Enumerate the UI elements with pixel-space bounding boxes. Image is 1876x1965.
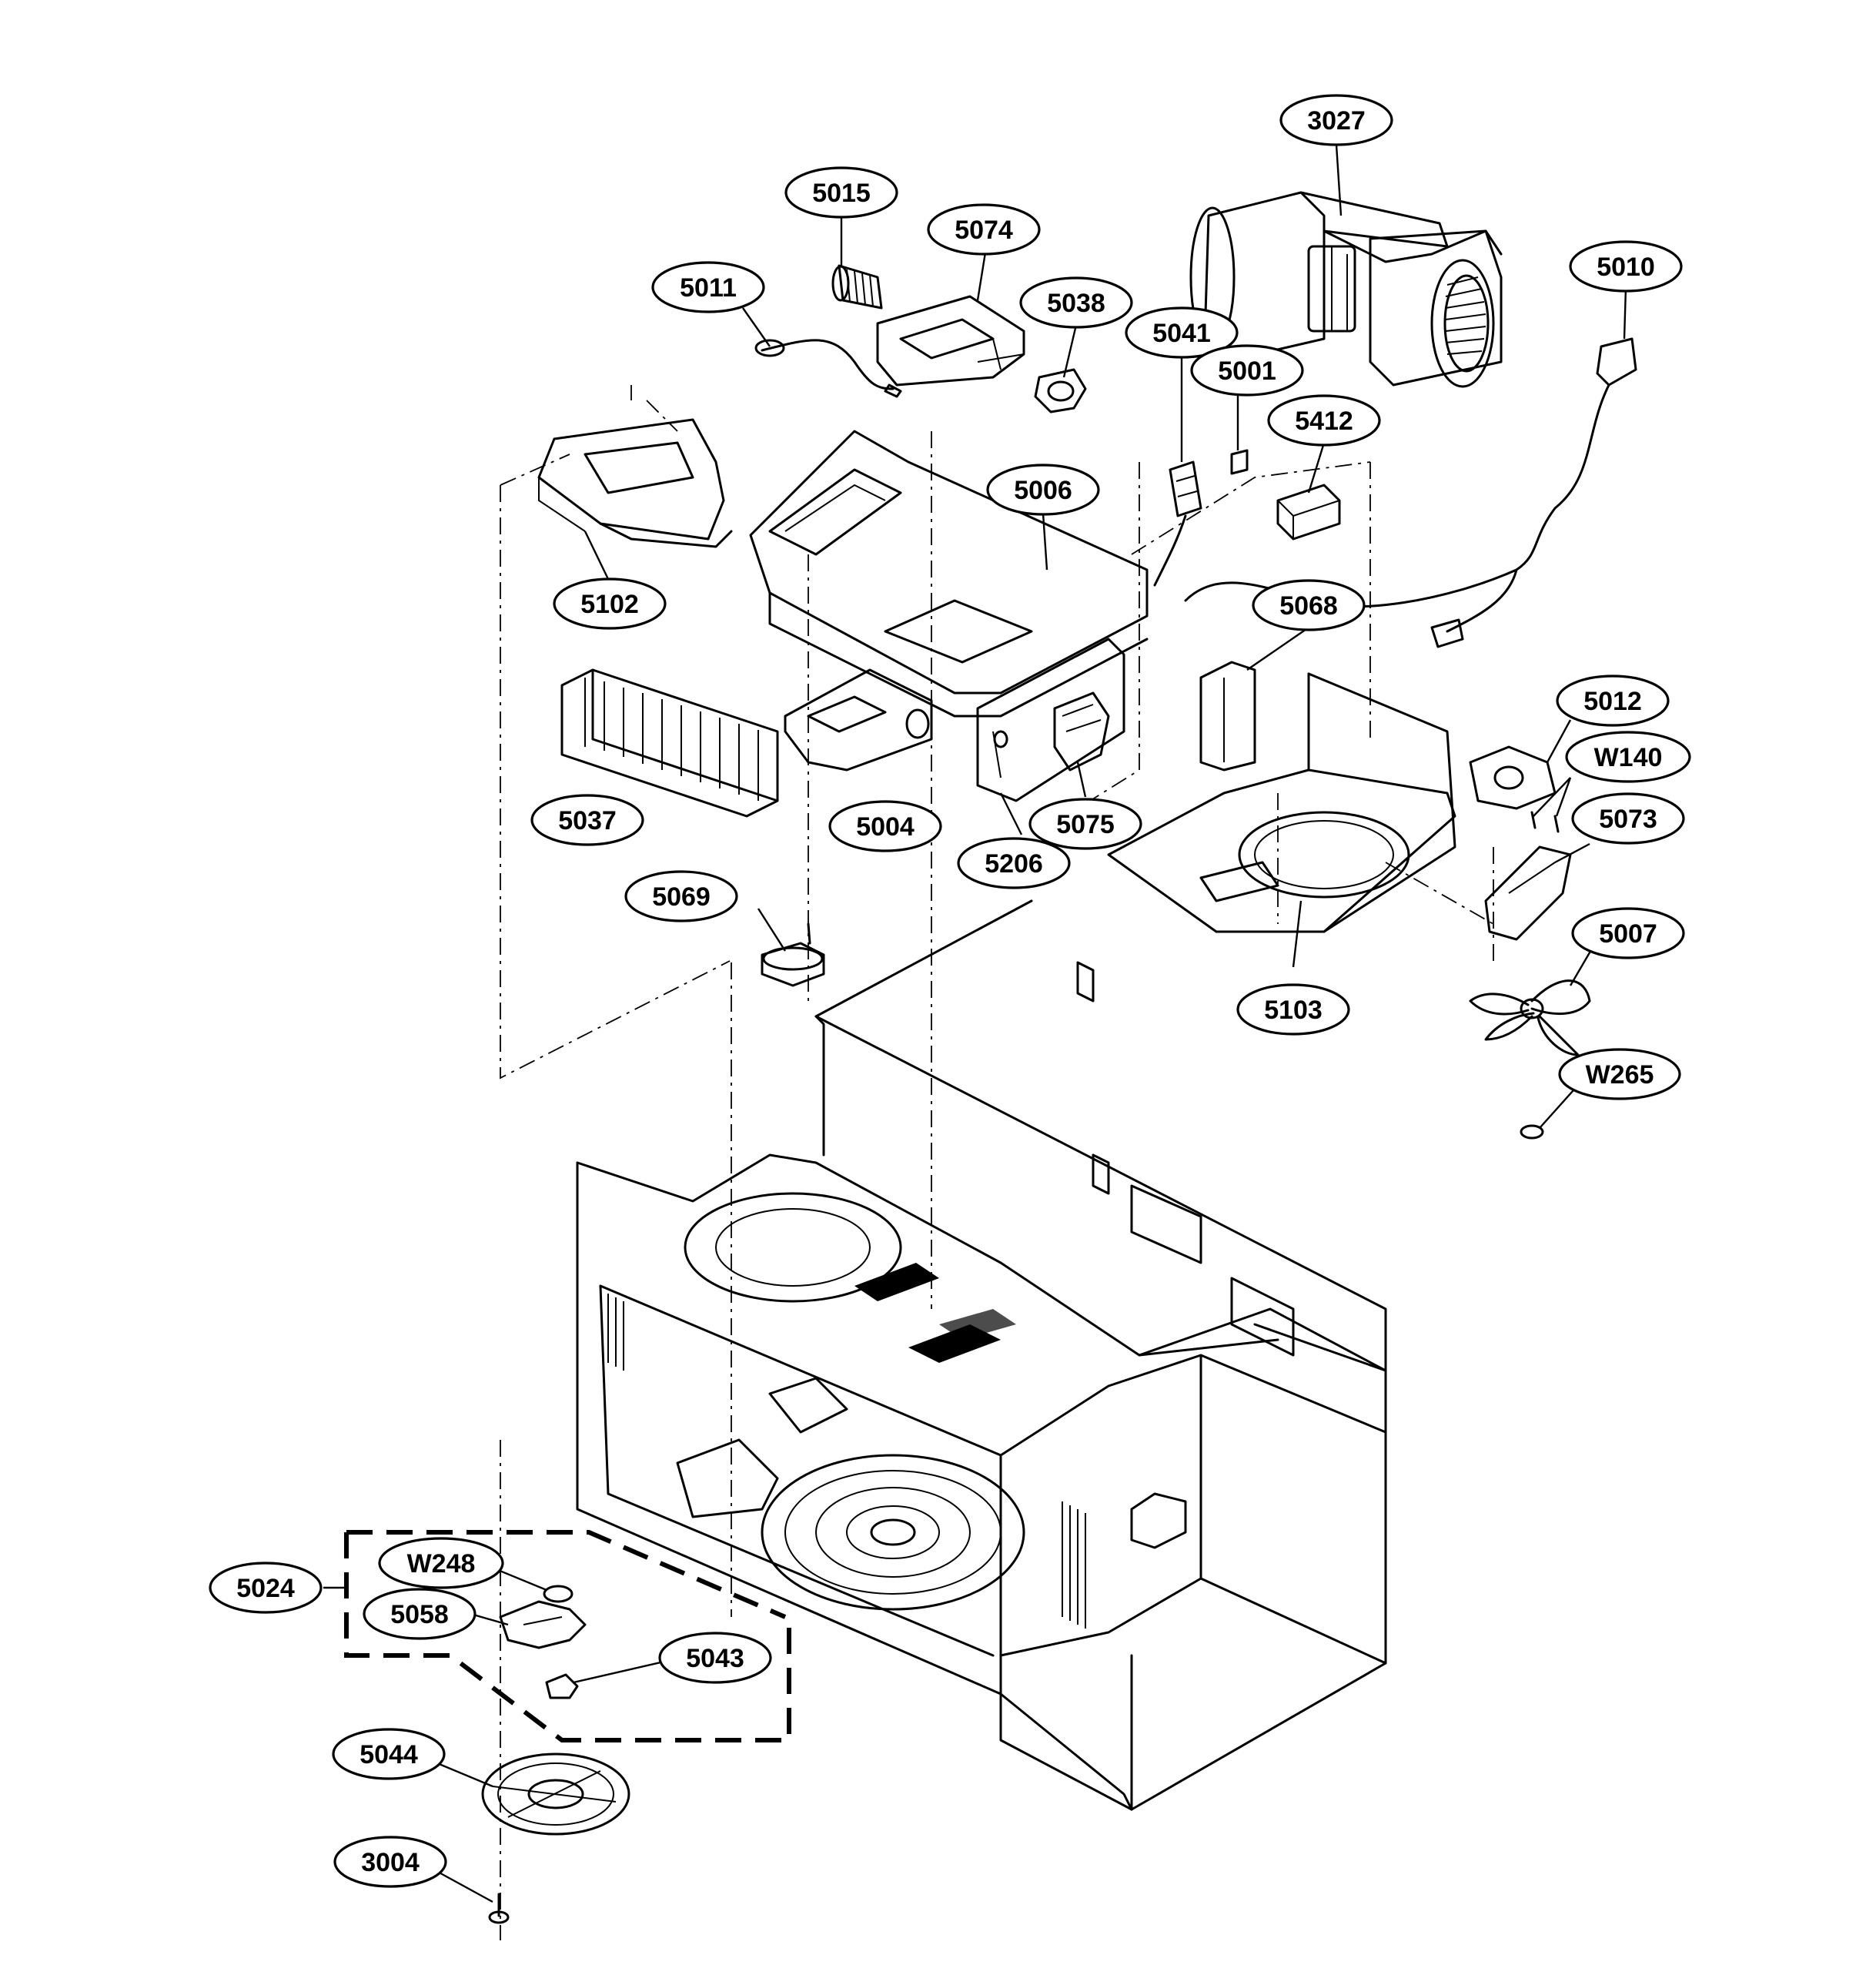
svg-text:5103: 5103 bbox=[1264, 996, 1323, 1025]
coupler-5043 bbox=[545, 1673, 579, 1699]
washer-w265 bbox=[1520, 1124, 1544, 1140]
svg-text:5011: 5011 bbox=[680, 273, 737, 303]
callout-5044: 5044 bbox=[332, 1728, 446, 1780]
callout-5038: 5038 bbox=[1019, 276, 1133, 329]
fuse-5001 bbox=[1230, 449, 1249, 475]
svg-text:5024: 5024 bbox=[236, 1574, 295, 1603]
svg-text:5068: 5068 bbox=[1279, 591, 1338, 621]
coupling-w248 bbox=[543, 1585, 574, 1603]
callout-5102: 5102 bbox=[553, 577, 667, 630]
svg-text:5004: 5004 bbox=[856, 812, 915, 842]
callout-W265: W265 bbox=[1558, 1048, 1681, 1100]
callout-5412: 5412 bbox=[1267, 394, 1381, 447]
callout-5011: 5011 bbox=[651, 261, 765, 313]
svg-text:5043: 5043 bbox=[686, 1644, 744, 1673]
svg-text:5015: 5015 bbox=[812, 179, 871, 208]
duct-5102 bbox=[537, 418, 733, 548]
callout-5010: 5010 bbox=[1569, 240, 1683, 293]
turntable-support-5044 bbox=[481, 1752, 630, 1836]
screw-w140 bbox=[1530, 811, 1560, 833]
svg-text:5010: 5010 bbox=[1597, 253, 1655, 282]
svg-text:5074: 5074 bbox=[955, 216, 1013, 245]
svg-text:3027: 3027 bbox=[1307, 106, 1366, 136]
callout-5024: 5024 bbox=[209, 1562, 323, 1614]
group-box-5024 bbox=[344, 1530, 791, 1742]
bracket-5074 bbox=[876, 295, 1025, 387]
turntable-motor-5069 bbox=[761, 922, 825, 987]
thermostat-5038 bbox=[1034, 368, 1087, 413]
callout-5007: 5007 bbox=[1571, 907, 1685, 959]
leader-lines bbox=[323, 144, 1627, 1903]
svg-text:5069: 5069 bbox=[652, 882, 711, 912]
svg-text:5001: 5001 bbox=[1218, 357, 1276, 386]
svg-text:5075: 5075 bbox=[1056, 810, 1115, 839]
callout-5006: 5006 bbox=[986, 464, 1100, 516]
callout-5206: 5206 bbox=[957, 837, 1071, 889]
grille-5037 bbox=[560, 668, 779, 818]
fan-plate-5004 bbox=[784, 668, 933, 772]
callout-5041: 5041 bbox=[1125, 306, 1239, 359]
svg-text:5206: 5206 bbox=[985, 849, 1043, 879]
vent-grids bbox=[607, 1263, 1086, 1629]
motor-5073 bbox=[1484, 845, 1572, 941]
callout-W140: W140 bbox=[1565, 731, 1691, 783]
alignment-lines bbox=[500, 385, 1494, 1940]
callout-3027: 3027 bbox=[1279, 94, 1393, 146]
svg-text:5412: 5412 bbox=[1295, 407, 1353, 436]
control-bracket-5206 bbox=[976, 638, 1125, 802]
fan-blade-5007 bbox=[1469, 979, 1591, 1056]
callout-5004: 5004 bbox=[828, 800, 942, 852]
svg-text:5041: 5041 bbox=[1152, 319, 1211, 348]
chassis-5006 bbox=[749, 430, 1149, 718]
svg-text:5012: 5012 bbox=[1583, 687, 1642, 716]
svg-text:5006: 5006 bbox=[1014, 476, 1072, 505]
callout-5037: 5037 bbox=[530, 794, 644, 846]
callout-5075: 5075 bbox=[1028, 798, 1142, 850]
callout-5073: 5073 bbox=[1571, 792, 1685, 845]
motor-bracket-5012 bbox=[1469, 745, 1557, 810]
svg-text:W265: W265 bbox=[1586, 1060, 1654, 1090]
callout-W248: W248 bbox=[378, 1537, 504, 1589]
callout-5058: 5058 bbox=[363, 1588, 477, 1640]
callout-5001: 5001 bbox=[1190, 344, 1304, 397]
svg-text:5037: 5037 bbox=[558, 806, 617, 835]
svg-text:3004: 3004 bbox=[361, 1848, 420, 1877]
svg-text:5007: 5007 bbox=[1599, 919, 1657, 949]
svg-text:5058: 5058 bbox=[390, 1600, 449, 1629]
callout-5043: 5043 bbox=[658, 1632, 772, 1684]
noise-filter-5412 bbox=[1276, 484, 1341, 541]
callout-5069: 5069 bbox=[624, 870, 738, 922]
heater-5015 bbox=[831, 264, 883, 310]
svg-text:W248: W248 bbox=[407, 1549, 476, 1578]
foot-3004 bbox=[488, 1893, 510, 1924]
callout-5103: 5103 bbox=[1236, 983, 1350, 1036]
svg-text:5044: 5044 bbox=[359, 1740, 418, 1769]
callout-5012: 5012 bbox=[1556, 675, 1670, 727]
relay-5075 bbox=[1053, 691, 1110, 772]
cover-5068 bbox=[1199, 661, 1256, 772]
fuse-holder-5041 bbox=[1153, 460, 1202, 587]
main-cavity bbox=[576, 899, 1387, 1811]
callout-5074: 5074 bbox=[927, 203, 1041, 256]
svg-text:5102: 5102 bbox=[580, 590, 639, 619]
callout-3004: 3004 bbox=[333, 1836, 447, 1888]
thermistor-5011 bbox=[754, 339, 902, 398]
svg-text:W140: W140 bbox=[1594, 743, 1663, 772]
callout-5068: 5068 bbox=[1252, 579, 1366, 631]
svg-text:5038: 5038 bbox=[1047, 289, 1105, 318]
callout-5015: 5015 bbox=[784, 166, 898, 219]
roller-ring-5058 bbox=[499, 1600, 587, 1649]
svg-text:5073: 5073 bbox=[1599, 805, 1657, 834]
power-cord-5010 bbox=[1184, 337, 1637, 648]
base-plate-5103 bbox=[1107, 672, 1456, 933]
